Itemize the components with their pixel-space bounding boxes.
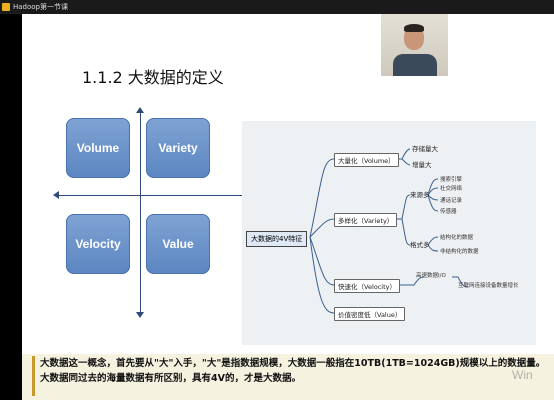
- format-leaf-unstructured: 非结构化的数据: [440, 249, 479, 255]
- quadrant-volume: Volume: [66, 118, 130, 178]
- branch-volume: 大量化（Volume）: [334, 153, 399, 167]
- velocity-leaf-io: 高速数据I/O: [416, 273, 446, 279]
- window-title: Hadoop第一节课: [13, 3, 69, 11]
- vertical-axis: [140, 112, 141, 312]
- source-leaf-calls: 通话记录: [440, 198, 463, 204]
- webcam-overlay: [381, 14, 448, 76]
- source-leaf-search: 搜索引擎: [440, 177, 463, 183]
- activation-watermark: Win: [512, 368, 533, 382]
- mindmap-connectors: [309, 148, 469, 314]
- caption-panel: [22, 354, 554, 400]
- slide-canvas: 1.1.2 大数据的定义 Volume Variety Velocity Val…: [22, 14, 554, 400]
- variety-group-format: 格式多: [410, 241, 430, 249]
- horizontal-axis: [58, 195, 244, 196]
- branch-variety: 多样化（Variety）: [334, 213, 398, 227]
- slide-title: 1.1.2 大数据的定义: [82, 68, 224, 87]
- quadrant-variety: Variety: [146, 118, 210, 178]
- mindmap-4v: 大数据的4V特征 大量化（Volume） 多样化（Variety） 快速化（Ve…: [242, 121, 536, 345]
- branch-value: 价值密度低（Value）: [334, 307, 406, 321]
- caption-text: 大数据这一概念，首先要从"大"入手，"大"是指数据规模，大数据一般指在10TB(…: [40, 358, 546, 384]
- arrow-left-icon: [53, 191, 59, 199]
- caption-accent-bar: [32, 356, 35, 396]
- variety-group-source: 来源多: [410, 191, 430, 199]
- mindmap-center-node: 大数据的4V特征: [246, 231, 308, 247]
- branch-velocity: 快速化（Velocity）: [334, 279, 400, 293]
- webcam-person-head: [404, 26, 424, 50]
- app-icon: [2, 3, 10, 11]
- quadrant-velocity: Velocity: [66, 214, 130, 274]
- arrow-down-icon: [136, 312, 144, 318]
- source-leaf-sensor: 传感器: [440, 209, 457, 215]
- quadrant-value: Value: [146, 214, 210, 274]
- arrow-up-icon: [136, 107, 144, 113]
- volume-leaf-increment: 增量大: [412, 161, 432, 169]
- velocity-sub-devices: 互联网连接设备数量增长: [458, 283, 519, 289]
- webcam-person-body: [393, 54, 437, 76]
- webcam-person-hair: [404, 24, 424, 32]
- source-leaf-social: 社交网络: [440, 186, 463, 192]
- format-leaf-structured: 结构化的数据: [440, 235, 474, 241]
- window-titlebar: Hadoop第一节课: [0, 0, 554, 14]
- volume-leaf-storage: 存储量大: [412, 145, 438, 153]
